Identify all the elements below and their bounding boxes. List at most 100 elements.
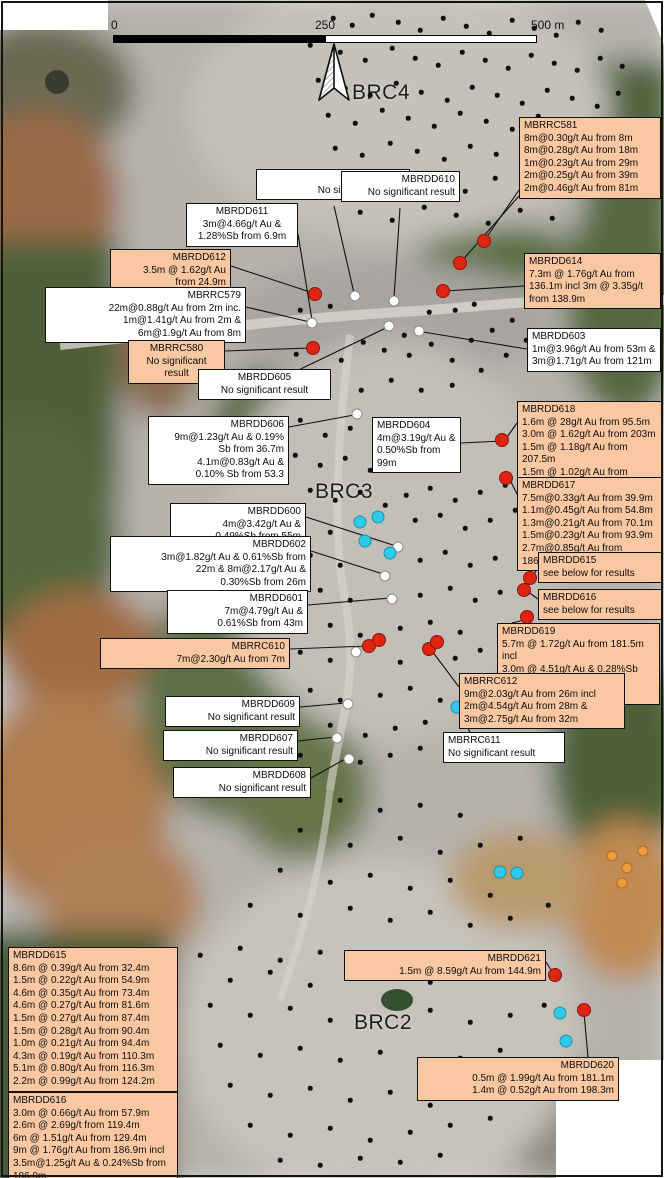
black-drillhole-dot (379, 107, 385, 113)
black-drillhole-dot (462, 525, 468, 531)
black-drillhole-dot (431, 123, 437, 129)
black-drillhole-dot (457, 629, 463, 635)
black-drillhole-dot (417, 745, 423, 751)
red-drillhole-dot (430, 635, 444, 649)
drill-result-line: 2.2m @ 0.99g/t Au from 124.2m (13, 1075, 155, 1087)
black-drillhole-dot (497, 589, 503, 595)
leader-line-MBRDD609 (299, 702, 347, 708)
drillhole-id-label: MBRDD620 (560, 1060, 614, 1071)
black-drillhole-dot (377, 1049, 383, 1055)
black-drillhole-dot (342, 455, 348, 461)
cyan-drillhole-dot (510, 866, 524, 880)
red-drillhole-dot (517, 583, 531, 597)
black-drillhole-dot (619, 63, 625, 69)
red-drillhole-dot (306, 341, 320, 355)
black-drillhole-dot (393, 80, 399, 86)
cyan-drillhole-dot (559, 1034, 573, 1048)
black-drillhole-dot (317, 949, 323, 955)
black-drillhole-dot (401, 332, 407, 338)
black-drillhole-dot (482, 57, 488, 63)
black-drillhole-dot (487, 1115, 493, 1121)
drill-result-line: from 24.9m (175, 277, 226, 289)
black-drillhole-dot (427, 485, 433, 491)
drillhole-id-label: MBRDD610 (401, 174, 455, 185)
cyan-drillhole-dot (371, 510, 385, 524)
drillhole-id-label: MBRDD606 (230, 419, 284, 430)
drill-result-line: 1m@1.41g/t Au from 2m & (123, 315, 241, 327)
red-drillhole-dot (436, 284, 450, 298)
white-drillhole-dot (349, 290, 361, 302)
white-drillhole-dot (388, 295, 400, 307)
black-drillhole-dot (444, 97, 450, 103)
black-drillhole-dot (297, 912, 303, 918)
leader-line-MBRDD605 (283, 327, 387, 378)
black-drillhole-dot (503, 352, 509, 358)
pit-label-brc3: BRC3 (314, 480, 374, 503)
drill-result-line: Sb from 36.7m (218, 444, 284, 456)
scale-tick-0: 0 (111, 18, 118, 32)
red-drillhole-dot (577, 1003, 591, 1017)
scale-tick-250: 250 (314, 18, 336, 32)
drillhole-id-label: MBRDD615 (543, 555, 597, 566)
black-drillhole-dot (395, 19, 401, 25)
black-drillhole-dot (197, 952, 203, 958)
black-drillhole-dot (381, 347, 387, 353)
black-drillhole-dot (598, 27, 604, 33)
drill-result-line: 3m@1.82g/t Au & 0.61%Sb from (161, 551, 306, 563)
black-drillhole-dot (247, 1012, 253, 1018)
black-drillhole-dot (307, 982, 313, 988)
drill-result-line: 3m@4.66g/t Au & (202, 218, 282, 230)
drillhole-id-label: MBRRC611 (448, 735, 501, 746)
black-drillhole-dot (418, 387, 424, 393)
cyan-drillhole-dot (553, 1006, 567, 1020)
white-drillhole-dot (350, 646, 362, 658)
black-drillhole-dot (317, 462, 323, 468)
drill-result-line: 3m@1.71g/t Au from 121m (532, 356, 652, 368)
black-drillhole-dot (397, 659, 403, 665)
drill-result-line: 9m @ 1.76g/t Au from 186.9m incl (13, 1145, 165, 1157)
black-drillhole-dot (449, 357, 455, 363)
black-drillhole-dot (437, 512, 443, 518)
black-drillhole-dot (468, 337, 474, 343)
black-drillhole-dot (287, 1005, 293, 1011)
black-drillhole-dot (360, 339, 366, 345)
drillhole-id-label: MBRDD621 (487, 953, 541, 964)
drill-result-line: 6m @ 1.51g/t Au from 129.4m (13, 1132, 147, 1144)
black-drillhole-dot (357, 489, 363, 495)
black-drillhole-dot (347, 842, 353, 848)
drillhole-id-label: MBRRC579 (187, 290, 241, 301)
drill-result-line: 3.0m @ 0.66g/t Au from 57.9m (13, 1107, 150, 1119)
orange-drillhole-dot (621, 862, 633, 874)
drill-result-line: 1.5m @ 0.28g/t Au from 90.4m (13, 1025, 150, 1037)
black-drillhole-dot (509, 317, 515, 323)
black-drillhole-dot (347, 1097, 353, 1103)
drill-result-line: 4.3m @ 0.19g/t Au from 110.3m (13, 1050, 155, 1062)
black-drillhole-dot (382, 502, 388, 508)
black-drillhole-dot (541, 1002, 547, 1008)
black-drillhole-dot (507, 915, 513, 921)
leader-line-MBRRC612 (431, 650, 460, 688)
black-drillhole-dot (367, 467, 373, 473)
black-drillhole-dot (427, 1102, 433, 1108)
drill-result-line: 9m@1.23g/t Au & 0.19% (174, 431, 284, 443)
drill-result-line: 0.50%Sb from (377, 445, 441, 457)
black-drillhole-dot (459, 49, 465, 55)
black-drillhole-dot (327, 722, 333, 728)
black-drillhole-dot (397, 1159, 403, 1165)
black-drillhole-dot (347, 597, 353, 603)
black-drillhole-dot (457, 812, 463, 818)
drill-result-line: see below for results (543, 567, 635, 579)
black-drillhole-dot (494, 92, 500, 98)
leader-line-MBRDD620 (583, 1012, 589, 1058)
black-drillhole-dot (406, 352, 412, 358)
